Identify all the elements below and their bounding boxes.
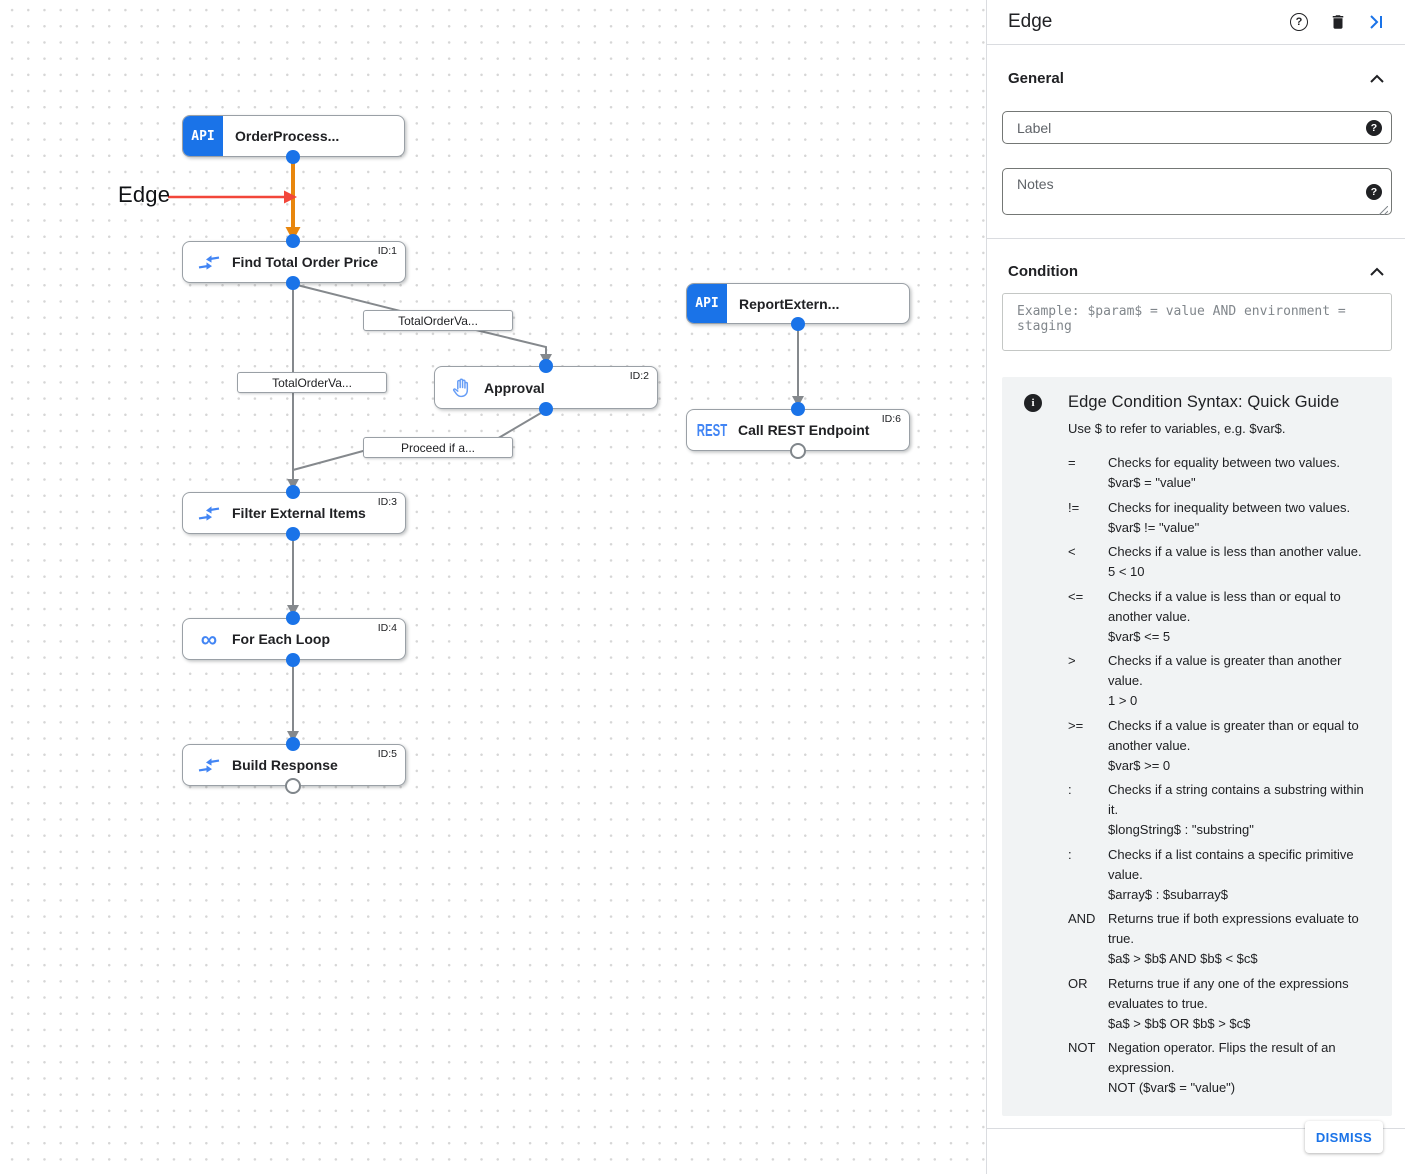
collapse-panel-icon[interactable]	[1368, 14, 1384, 30]
node-title: Filter External Items	[232, 505, 366, 521]
info-icon: i	[1024, 394, 1042, 412]
guide-row: <= Checks if a value is less than or equ…	[1068, 588, 1341, 644]
guide-intro: Use $ to refer to variables, e.g. $var$.	[1068, 421, 1286, 436]
node-order-process-trigger[interactable]: API OrderProcess...	[182, 115, 405, 157]
guide-row: > Checks if a value is greater than anot…	[1068, 653, 1342, 708]
guide-row: : Checks if a list contains a specific p…	[1068, 846, 1354, 902]
flow-canvas[interactable]: Edge API OrderProcess... Find Total Orde…	[0, 0, 986, 1174]
section-divider	[987, 238, 1405, 239]
help-icon[interactable]: ?	[1366, 184, 1382, 200]
edge-condition-label[interactable]: TotalOrderVa...	[363, 310, 513, 331]
chevron-up-icon[interactable]	[1370, 74, 1384, 83]
edge-condition-quick-guide: i Edge Condition Syntax: Quick Guide Use…	[1002, 377, 1392, 1116]
node-title: ReportExtern...	[739, 295, 840, 312]
guide-row: < Checks if a value is less than another…	[1068, 544, 1362, 579]
node-title: Build Response	[232, 757, 338, 773]
api-trigger-icon: API	[183, 116, 223, 156]
edge-condition-label[interactable]: TotalOrderVa...	[237, 372, 387, 393]
notes-field-wrap: ?	[1002, 168, 1392, 216]
node-find-total-order-price[interactable]: Find Total Order Price ID:1	[182, 241, 406, 283]
data-mapping-icon	[196, 254, 222, 271]
node-id-badge: ID:6	[881, 413, 901, 425]
node-report-external-trigger[interactable]: API ReportExtern...	[686, 283, 910, 324]
notes-input[interactable]	[1003, 169, 1391, 214]
guide-row: >= Checks if a value is greater than or …	[1068, 717, 1359, 773]
api-trigger-icon: API	[687, 284, 727, 323]
guide-row: OR Returns true if any one of the expres…	[1068, 975, 1349, 1031]
chevron-up-icon[interactable]	[1370, 267, 1384, 276]
dismiss-button[interactable]: DISMISS	[1305, 1121, 1383, 1153]
guide-row: != Checks for inequality between two val…	[1068, 499, 1351, 535]
node-build-response[interactable]: Build Response ID:5	[182, 744, 406, 786]
node-id-badge: ID:2	[629, 370, 649, 382]
resize-handle-icon[interactable]	[1378, 202, 1389, 216]
condition-section-header[interactable]: Condition	[1008, 261, 1384, 281]
help-icon[interactable]: ?	[1290, 13, 1308, 31]
general-section-title: General	[1008, 69, 1064, 87]
general-section-header[interactable]: General	[1008, 68, 1384, 88]
node-id-badge: ID:3	[377, 496, 397, 508]
node-title: Find Total Order Price	[232, 254, 378, 270]
delete-icon[interactable]	[1329, 13, 1347, 31]
condition-field-wrap	[1002, 293, 1392, 351]
node-id-badge: ID:4	[377, 622, 397, 634]
node-approval[interactable]: Approval ID:2	[434, 366, 658, 409]
label-field-wrap: ?	[1002, 111, 1392, 144]
node-title: Approval	[484, 379, 545, 396]
panel-header: Edge ?	[987, 0, 1405, 45]
annotation-arrow	[168, 190, 297, 204]
approval-hand-icon	[448, 377, 474, 399]
data-mapping-icon	[196, 757, 222, 774]
help-icon[interactable]: ?	[1366, 120, 1382, 136]
guide-row: : Checks if a string contains a substrin…	[1068, 782, 1364, 837]
edge-annotation-text: Edge	[118, 182, 171, 207]
edge-config-panel: Edge ? General ? ?	[986, 0, 1405, 1174]
edge-condition-label[interactable]: Proceed if a...	[363, 437, 513, 458]
node-filter-external-items[interactable]: Filter External Items ID:3	[182, 492, 406, 534]
flow-edges-layer	[168, 157, 804, 742]
node-id-badge: ID:5	[377, 748, 397, 760]
edge-arrowhead	[287, 354, 804, 742]
panel-title: Edge	[1008, 11, 1053, 32]
guide-row: NOT Negation operator. Flips the result …	[1068, 1040, 1336, 1095]
node-call-rest-endpoint[interactable]: REST Call REST Endpoint ID:6	[686, 409, 910, 451]
node-title: For Each Loop	[232, 631, 330, 647]
for-each-loop-icon: ∞	[200, 626, 218, 652]
condition-input[interactable]	[1003, 294, 1391, 350]
rest-icon: REST	[696, 419, 728, 441]
node-title: Call REST Endpoint	[738, 422, 870, 438]
footer-divider	[987, 1128, 1405, 1129]
guide-row: = Checks for equality between two values…	[1068, 455, 1340, 490]
condition-section-title: Condition	[1008, 262, 1078, 280]
node-id-badge: ID:1	[377, 245, 397, 257]
node-title: OrderProcess...	[235, 128, 340, 144]
guide-title: Edge Condition Syntax: Quick Guide	[1068, 393, 1340, 411]
guide-row: AND Returns true if both expressions eva…	[1068, 911, 1359, 966]
data-mapping-icon	[196, 505, 222, 522]
label-input[interactable]	[1003, 112, 1391, 143]
node-for-each-loop[interactable]: ∞ For Each Loop ID:4	[182, 618, 406, 660]
